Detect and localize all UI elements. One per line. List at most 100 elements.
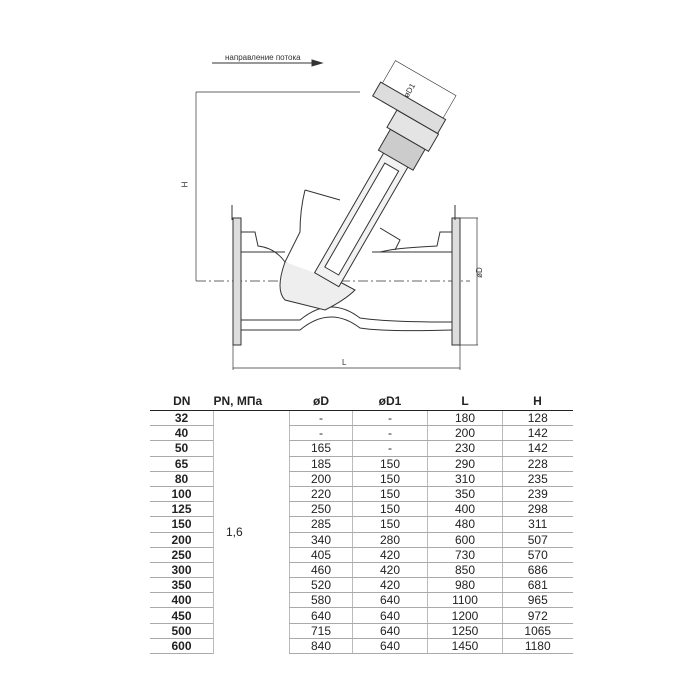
flow-arrow [212, 59, 324, 67]
header-pn: PN, МПа [213, 392, 290, 411]
cell-l: 290 [427, 456, 503, 472]
cell-dn: 250 [150, 547, 214, 563]
cell-h: 686 [502, 562, 573, 579]
cell-h: 235 [502, 471, 573, 487]
header-d: øD [289, 392, 353, 411]
cell-dn: 200 [150, 532, 214, 548]
valve-body [231, 189, 461, 346]
table-header: DN PN, МПа øD øD1 L H [150, 392, 573, 411]
dimension-l-label: L [342, 358, 347, 367]
cell-dn: 40 [150, 425, 214, 442]
cell-l: 400 [427, 501, 503, 518]
cell-d1: 420 [352, 562, 428, 579]
cell-d1: - [352, 425, 428, 442]
cell-d: - [289, 410, 353, 427]
cell-l: 310 [427, 471, 503, 487]
cell-d1: 640 [352, 592, 428, 609]
cell-dn: 65 [150, 456, 214, 472]
dimension-d-label: øD [474, 267, 484, 278]
cell-dn: 300 [150, 562, 214, 579]
l-dimension [232, 345, 461, 370]
cell-d1: 150 [352, 486, 428, 503]
cell-d1: 640 [352, 623, 428, 639]
cell-d: 200 [289, 471, 353, 487]
h-dimension [195, 91, 470, 282]
cell-l: 600 [427, 532, 503, 548]
cell-h: 142 [502, 440, 573, 457]
cell-dn: 400 [150, 592, 214, 609]
cell-dn: 80 [150, 471, 214, 487]
cell-h: 142 [502, 425, 573, 442]
cell-d1: - [352, 410, 428, 427]
cell-d: 640 [289, 607, 353, 624]
cell-d1: 640 [352, 607, 428, 624]
cell-dn: 32 [150, 410, 214, 427]
cell-h: 507 [502, 532, 573, 548]
cell-dn: 450 [150, 607, 214, 624]
cell-d: 460 [289, 562, 353, 579]
cell-l: 1250 [427, 623, 503, 639]
cell-l: 180 [427, 410, 503, 427]
cell-d1: 420 [352, 577, 428, 594]
cell-h: 681 [502, 577, 573, 594]
cell-h: 972 [502, 607, 573, 624]
header-h: H [502, 392, 573, 411]
cell-h: 228 [502, 456, 573, 472]
cell-l: 730 [427, 547, 503, 563]
cell-d: 405 [289, 547, 353, 563]
cell-l: 350 [427, 486, 503, 503]
cell-l: 1200 [427, 607, 503, 624]
cell-d: 185 [289, 456, 353, 472]
cell-d: 250 [289, 501, 353, 518]
cell-l: 1100 [427, 592, 503, 609]
cell-d1: 280 [352, 532, 428, 548]
cell-d1: - [352, 440, 428, 457]
cell-h: 1180 [502, 638, 573, 655]
cell-dn: 125 [150, 501, 214, 518]
cell-d1: 640 [352, 638, 428, 655]
cell-dn: 100 [150, 486, 214, 503]
cell-d1: 420 [352, 547, 428, 563]
cell-h: 128 [502, 410, 573, 427]
header-dn: DN [150, 392, 214, 411]
cell-l: 200 [427, 425, 503, 442]
valve-drawing [195, 59, 478, 370]
cell-dn: 350 [150, 577, 214, 594]
cell-h: 311 [502, 516, 573, 533]
cell-l: 1450 [427, 638, 503, 655]
cell-d: 220 [289, 486, 353, 503]
valve-bonnet [313, 109, 440, 288]
cell-d: 340 [289, 532, 353, 548]
cell-dn: 600 [150, 638, 214, 655]
cell-d: 840 [289, 638, 353, 655]
cell-d: 165 [289, 440, 353, 457]
cell-d1: 150 [352, 501, 428, 518]
cell-d: 580 [289, 592, 353, 609]
cell-d1: 150 [352, 471, 428, 487]
handwheel [372, 60, 457, 135]
cell-d1: 150 [352, 456, 428, 472]
cell-h: 239 [502, 486, 573, 503]
cell-h: 570 [502, 547, 573, 563]
cell-dn: 50 [150, 440, 214, 457]
d-dimension [460, 217, 478, 346]
cell-l: 480 [427, 516, 503, 533]
cell-h: 965 [502, 592, 573, 609]
cell-h: 298 [502, 501, 573, 518]
cell-d: 715 [289, 623, 353, 639]
